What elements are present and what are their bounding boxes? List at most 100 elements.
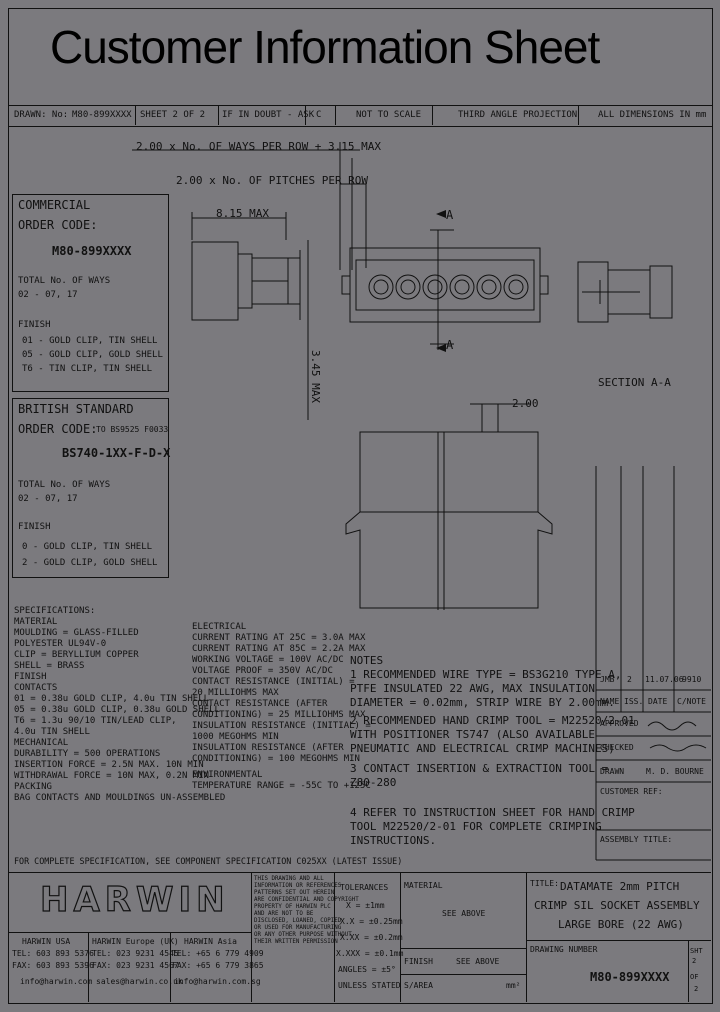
spec-line: BAG CONTACTS AND MOULDINGS UN-ASSEMBLED — [14, 793, 226, 803]
note-line: NOTES — [350, 654, 384, 667]
notice-line: DISCLOSED, LOANED, COPIED — [254, 918, 342, 924]
elec-line: 1000 MEGOHMS MIN — [192, 732, 279, 742]
spec-line: FINISH — [14, 672, 47, 682]
title-line-3: LARGE BORE (22 AWG) — [558, 918, 684, 931]
spec-line: 01 = 0.38u GOLD CLIP, 4.0u TIN SHELL — [14, 694, 210, 704]
spec-line: FOR COMPLETE SPECIFICATION, SEE COMPONEN… — [14, 856, 403, 866]
if-in-doubt: IF IN DOUBT - ASK — [222, 110, 315, 120]
spec-line: SHELL = BRASS — [14, 661, 85, 671]
bs-finish-label: FINISH — [18, 522, 51, 532]
note-line: PNEUMATIC AND ELECTRICAL CRIMP MACHINES) — [350, 742, 615, 755]
surface-area-label: S/AREA — [404, 981, 433, 990]
notice-line: THIS DRAWING AND ALL — [254, 876, 324, 882]
note-line: 4 REFER TO INSTRUCTION SHEET FOR HAND CR… — [350, 806, 635, 819]
finish-value: SEE ABOVE — [456, 957, 500, 966]
note-line: DIAMETER = 0.02mm, STRIP WIRE BY 2.00mm. — [350, 696, 615, 709]
rev-head-issue: ISS. — [624, 697, 644, 706]
spec-line: INSERTION FORCE = 2.5N MAX. 10N MIN — [14, 760, 204, 770]
office-line: FAX: 023 9231 4567 — [92, 961, 179, 970]
finish-label: FINISH — [404, 957, 433, 966]
rev-head-cnote: C/NOTE — [677, 697, 706, 706]
office-line[interactable]: info@harwin.com.sg — [174, 977, 261, 986]
drawing-number-label: DRAWING NUMBER — [530, 945, 598, 954]
bs-order-code: BS740-1XX-F-D-X — [62, 446, 171, 460]
office-line[interactable]: info@harwin.com — [20, 977, 93, 986]
notice-line: AND ARE NOT TO BE — [254, 911, 314, 917]
note-line: 2 RECOMMENDED HAND CRIMP TOOL = M22520/2… — [350, 714, 635, 727]
pitches-dimension: 2.00 x No. OF PITCHES PER ROW — [176, 174, 369, 187]
title-line-1: DATAMATE 2mm PITCH — [560, 880, 680, 893]
elec-line: CONDITIONING) = 100 MEGOHMS MIN — [192, 754, 360, 764]
bs-order-box — [12, 398, 169, 578]
spec-line: SPECIFICATIONS: — [14, 606, 96, 616]
elec-line: ELECTRICAL — [192, 622, 247, 632]
rev-cnote: 9910 — [682, 675, 702, 684]
tolerance-line: X.XX = ±0.2mm — [340, 933, 403, 942]
spec-line: POLYESTER UL94V-0 — [14, 639, 107, 649]
note-line: 1 RECOMMENDED WIRE TYPE = BS3G210 TYPE A… — [350, 668, 622, 681]
commercial-heading: COMMERCIAL — [18, 198, 91, 212]
checked-label: CHECKED — [600, 743, 634, 752]
notice-line: PATTERNS SET OUT HEREIN — [254, 890, 335, 896]
drawn-label: DRAWN: No: — [14, 110, 69, 120]
office-line[interactable]: sales@harwin.co.uk — [96, 977, 183, 986]
tolerance-line: X.XXX = ±0.1mm — [336, 949, 404, 958]
header-drawing-number: M80-899XXXX — [72, 110, 132, 120]
commercial-finish-01: 01 - GOLD CLIP, TIN SHELL — [22, 336, 158, 346]
section-label: SECTION A-A — [598, 376, 671, 389]
tolerance-line: X.X = ±0.25mm — [340, 917, 403, 926]
copyright-circle: C — [316, 110, 322, 120]
approved-label: APPROVED — [600, 719, 639, 728]
spec-line: 4.0u TIN SHELL — [14, 727, 90, 737]
elec-line: WORKING VOLTAGE = 100V AC/DC — [192, 655, 344, 665]
material-value: SEE ABOVE — [442, 909, 486, 918]
commercial-finish-t6: T6 - TIN CLIP, TIN SHELL — [22, 364, 153, 374]
rev-head-date: DATE — [648, 697, 668, 706]
sheet-short-number: 2 — [692, 957, 697, 965]
office-line: FAX: 603 893 5396 — [12, 961, 94, 970]
assembly-title-label: ASSEMBLY TITLE: — [600, 835, 673, 844]
commercial-order-code-label: ORDER CODE: — [18, 218, 98, 232]
notice-line: OR USED FOR MANUFACTURING — [254, 925, 342, 931]
commercial-ways-label: TOTAL No. OF WAYS — [18, 276, 111, 286]
office-line: TEL: +65 6 779 4909 — [172, 949, 264, 958]
notice-line: THEIR WRITTEN PERMISSION — [254, 939, 338, 945]
commercial-finish-label: FINISH — [18, 320, 51, 330]
material-label: MATERIAL — [404, 881, 443, 890]
notice-line: PROPERTY OF HARWIN PLC — [254, 904, 331, 910]
rev-issue: 2 — [627, 675, 632, 684]
drawn-by-name: M. D. BOURNE — [646, 767, 704, 776]
spec-line: MOULDING = GLASS-FILLED — [14, 628, 139, 638]
notice-line: OR ANY OTHER PURPOSE WITHOUT — [254, 932, 352, 938]
elec-line: CONDITIONING) = 25 MILLIOHMS MAX — [192, 710, 366, 720]
elec-line: TEMPERATURE RANGE = -55C TO +125C — [192, 781, 371, 791]
note-line: 3 CONTACT INSERTION & EXTRACTION TOOL = — [350, 762, 609, 775]
header-strip — [8, 105, 713, 127]
note-line: PTFE INSULATED 22 AWG, MAX INSULATION — [350, 682, 596, 695]
elec-line: INSULATION RESISTANCE (AFTER — [192, 743, 344, 753]
bs-ways-range: 02 - 07, 17 — [18, 494, 78, 504]
of-number: 2 — [694, 985, 699, 993]
elec-line: CONTACT RESISTANCE (INITIAL) = — [192, 677, 355, 687]
overall-dimension: 2.00 x No. OF WAYS PER ROW + 3.15 MAX — [136, 140, 382, 153]
rev-head-name: NAME — [600, 697, 620, 706]
office-line: HARWIN Asia — [184, 937, 237, 946]
notice-line: ARE CONFIDENTIAL AND COPYRIGHT — [254, 897, 359, 903]
bs-finish-0: 0 - GOLD CLIP, TIN SHELL — [22, 542, 153, 552]
rev-date: 11.07.06 — [645, 675, 684, 684]
office-line: HARWIN Europe (UK) — [92, 937, 179, 946]
bs-standard-ref: TO BS9525 F0033 — [96, 425, 169, 434]
title-label: TITLE: — [530, 879, 559, 888]
section-marker-bottom: A — [446, 338, 454, 352]
office-line: TEL: 603 893 5376 — [12, 949, 94, 958]
commercial-order-code: M80-899XXXX — [52, 244, 132, 258]
elec-line: CURRENT RATING AT 85C = 2.2A MAX — [192, 644, 366, 654]
title-line-2: CRIMP SIL SOCKET ASSEMBLY — [534, 899, 700, 912]
office-line: TEL: 023 9231 4545 — [92, 949, 179, 958]
spec-line: PACKING — [14, 782, 52, 792]
note-line: INSTRUCTIONS. — [350, 834, 437, 847]
office-line: FAX: +65 6 779 3865 — [172, 961, 264, 970]
spec-line: MECHANICAL — [14, 738, 69, 748]
spec-line: CLIP = BERYLLIUM COPPER — [14, 650, 139, 660]
